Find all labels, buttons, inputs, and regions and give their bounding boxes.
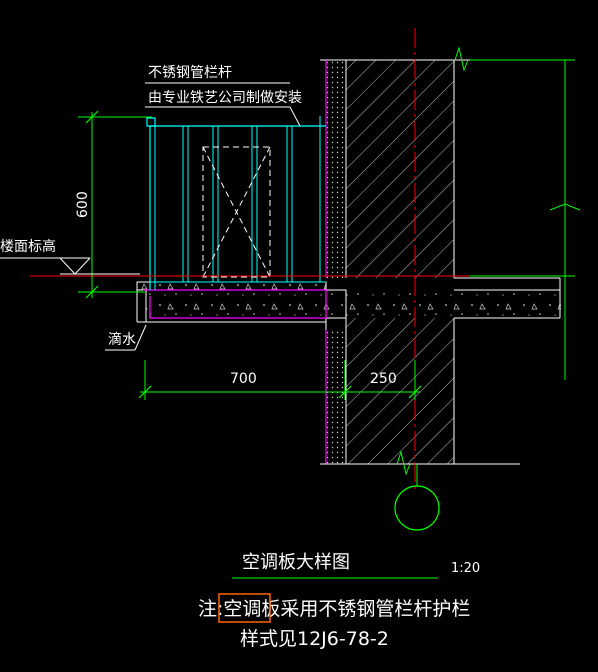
callout-line1: 不锈钢管栏杆 xyxy=(148,65,232,81)
right-dimension xyxy=(470,59,581,380)
drawing-scale: 1:20 xyxy=(451,561,480,576)
insulation-lower xyxy=(326,330,346,464)
railing-callout: 不锈钢管栏杆 由专业铁艺公司制做安装 xyxy=(145,65,302,127)
drawing-title: 空调板大样图 xyxy=(242,552,350,573)
drip-callout: 滴水 xyxy=(105,324,147,351)
railing-post-cap xyxy=(146,117,156,127)
drawing-title-block: 空调板大样图 1:20 xyxy=(232,552,480,579)
dimension-600: 600 xyxy=(75,191,91,218)
drawing-note: 注:空调板采用不锈钢管栏杆护栏 样式见12J6-78-2 xyxy=(198,593,470,650)
floor-elevation-label: 楼面标高 xyxy=(0,238,56,255)
note-rest: 采用不锈钢管栏杆护栏 xyxy=(280,598,470,620)
insulation-upper xyxy=(326,60,346,278)
floor-elevation: 楼面标高 xyxy=(0,238,140,275)
height-dimension: 600 xyxy=(75,110,152,299)
slab xyxy=(136,277,561,330)
highlight-box xyxy=(218,593,271,623)
railing xyxy=(146,116,326,290)
note-line2: 样式见12J6-78-2 xyxy=(240,628,389,650)
wall xyxy=(320,46,520,476)
note-prefix: 注: xyxy=(198,598,223,620)
dimension-700: 700 xyxy=(230,371,257,387)
note-line1: 注:空调板采用不锈钢管栏杆护栏 xyxy=(198,598,470,620)
drip-label: 滴水 xyxy=(108,331,136,348)
axis-bubble xyxy=(394,485,440,531)
callout-line2: 由专业铁艺公司制做安装 xyxy=(148,90,302,106)
dimension-250: 250 xyxy=(370,371,397,387)
note-highlight: 空调板 xyxy=(223,598,280,620)
bottom-dimensions: 700 250 xyxy=(138,360,422,400)
